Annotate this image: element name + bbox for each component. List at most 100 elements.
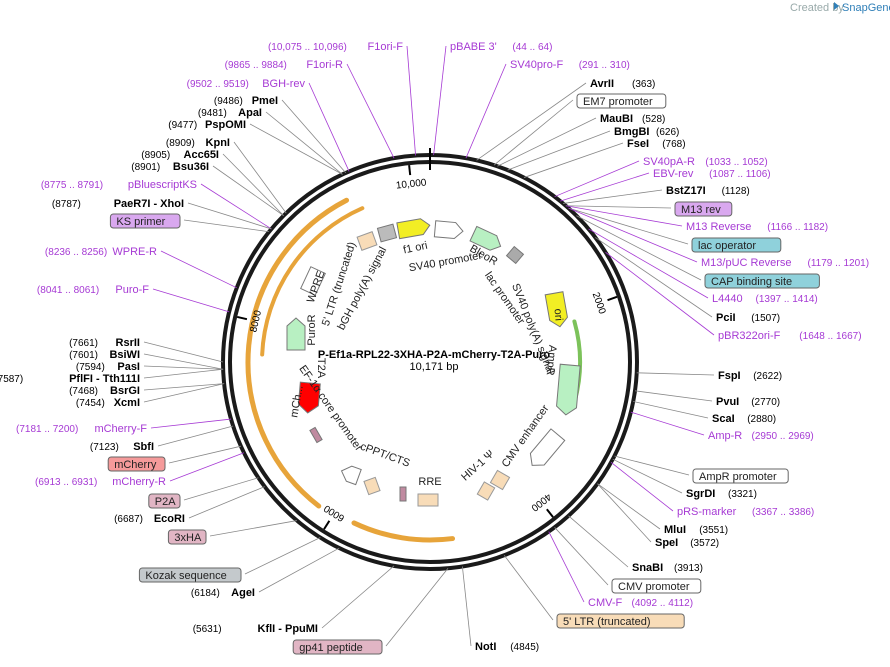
tick-label: 2000 xyxy=(590,291,608,316)
site-name: KpnI xyxy=(206,137,230,149)
site-position: (7468) xyxy=(69,386,98,397)
site-name: Bsu36I xyxy=(173,161,209,173)
site-position: (7661) xyxy=(69,338,98,349)
leader-line xyxy=(183,477,259,501)
leader-line xyxy=(183,219,270,233)
leader-line xyxy=(605,251,715,336)
primer-name: SV40pro-F xyxy=(510,59,563,71)
primer-position: (1087 .. 1106) xyxy=(709,169,771,180)
primer-name: Amp-R xyxy=(708,430,742,442)
bgh-polya-block xyxy=(356,231,378,251)
leader-line xyxy=(563,189,663,204)
site-name: BsrGI xyxy=(110,385,140,397)
site-position: (3321) xyxy=(728,489,757,500)
feature-name: M13 rev xyxy=(681,204,721,216)
tick-label: 10,000 xyxy=(395,177,427,191)
leader-line xyxy=(169,452,245,482)
label-p2a: P2A xyxy=(148,493,181,509)
tick-label: 6000 xyxy=(322,502,347,523)
label-fsei: FseI(768) xyxy=(627,138,686,150)
leader-line xyxy=(597,483,652,543)
label-sv40pro-f: SV40pro-F(291 .. 310) xyxy=(510,59,630,71)
label-ks-primer: KS primer xyxy=(109,213,181,229)
site-position: (5631) xyxy=(193,624,222,635)
label-bgh-rev: BGH-rev(9502 .. 9519) xyxy=(187,78,306,90)
leader-line xyxy=(143,383,225,391)
site-position: (2880) xyxy=(747,414,776,425)
leader-line xyxy=(160,250,237,289)
site-name: XcmI xyxy=(114,397,140,409)
gray-block xyxy=(376,223,398,243)
site-position: (363) xyxy=(632,79,655,90)
tick-label: 4000 xyxy=(528,491,553,514)
map-labels: pBABE 3'(44 .. 64) SV40pro-F(291 .. 310) A… xyxy=(0,41,869,655)
label-pasi: PasI(7594) xyxy=(76,361,140,373)
plasmid-length: 10,171 bp xyxy=(410,361,459,373)
map-feature-ori: ori xyxy=(551,308,564,321)
feature-box xyxy=(691,237,782,253)
label-sgrdi: SgrDI(3321) xyxy=(686,488,757,500)
label-f1ori-f: F1ori-F(10,075 .. 10,096) xyxy=(268,41,403,53)
site-position: (3551) xyxy=(699,525,728,536)
leader-line xyxy=(461,566,472,647)
label-rsrii: RsrII(7661) xyxy=(69,337,140,349)
site-position: (9486) xyxy=(214,96,243,107)
leader-line xyxy=(568,207,698,263)
label-pbabe-3: pBABE 3'(44 .. 64) xyxy=(450,41,552,53)
label-f1ori-r: F1ori-R(9865 .. 9884) xyxy=(225,59,343,71)
label-prs-marker: pRS-marker(3367 .. 3386) xyxy=(677,506,814,518)
site-name: PaeR7I - XhoI xyxy=(114,198,184,210)
label-mlui: MluI (3551) xyxy=(664,524,728,536)
map-feature-t2a: T2A xyxy=(315,358,327,379)
ori-arrow xyxy=(544,291,568,328)
site-position: (626) xyxy=(656,127,679,138)
label-kozak-sequence: Kozak sequence xyxy=(138,567,242,583)
site-position: (1128) xyxy=(722,186,750,197)
ef1a-arrow xyxy=(340,465,362,486)
feature-name: 5' LTR (truncated) xyxy=(563,616,650,628)
label-l4440: L4440(1397 .. 1414) xyxy=(712,293,818,305)
site-name: AvrII xyxy=(590,78,614,90)
tick-mark xyxy=(546,508,554,518)
label-3xha: 3xHA xyxy=(167,529,207,545)
site-name: BmgBI xyxy=(614,126,649,138)
feature-box xyxy=(148,493,181,509)
site-position: (7587) xyxy=(0,374,23,385)
leader-line xyxy=(258,547,340,593)
leader-line xyxy=(507,130,611,171)
primer-position: (1648 .. 1667) xyxy=(799,331,861,342)
site-name: MluI xyxy=(664,524,686,536)
wpre-block xyxy=(300,266,326,296)
leader-line xyxy=(143,383,225,403)
primer-name: BGH-rev xyxy=(262,78,305,90)
p2a-block xyxy=(309,426,323,444)
primer-name: pBluescriptKS xyxy=(128,179,197,191)
feature-name: P2A xyxy=(155,496,176,508)
label-m13-reverse: M13 Reverse(1166 .. 1182) xyxy=(686,221,828,233)
site-position: (8787) xyxy=(52,199,81,210)
site-name: ScaI xyxy=(712,413,735,425)
leader-line xyxy=(636,372,715,376)
ampr-arrow xyxy=(556,363,581,416)
tick-label: 8000 xyxy=(248,309,264,334)
leader-line xyxy=(614,455,690,476)
site-name: MauBI xyxy=(600,113,633,125)
map-feature-f1-ori: f1 ori xyxy=(402,240,428,257)
leader-line xyxy=(503,555,554,621)
primer-name: WPRE-R xyxy=(112,246,157,258)
leader-line xyxy=(249,123,343,175)
primer-position: (8236 .. 8256) xyxy=(45,247,107,258)
leader-line xyxy=(143,341,224,363)
site-name: PasI xyxy=(117,361,140,373)
lentiviral-arc xyxy=(245,197,350,509)
primer-position: (2950 .. 2969) xyxy=(752,431,814,442)
leader-line xyxy=(476,82,587,161)
primer-name: pBR322ori-F xyxy=(718,330,781,342)
label-kpni: KpnI(8909) xyxy=(166,137,230,149)
primer-name: pBABE 3' xyxy=(450,41,497,53)
primer-name: EBV-rev xyxy=(653,168,694,180)
feature-name: gp41 peptide xyxy=(299,642,363,654)
cppt-block xyxy=(363,476,381,496)
feature-box xyxy=(704,273,820,289)
label-wpre-r: WPRE-R (8236 .. 8256) xyxy=(45,246,157,258)
